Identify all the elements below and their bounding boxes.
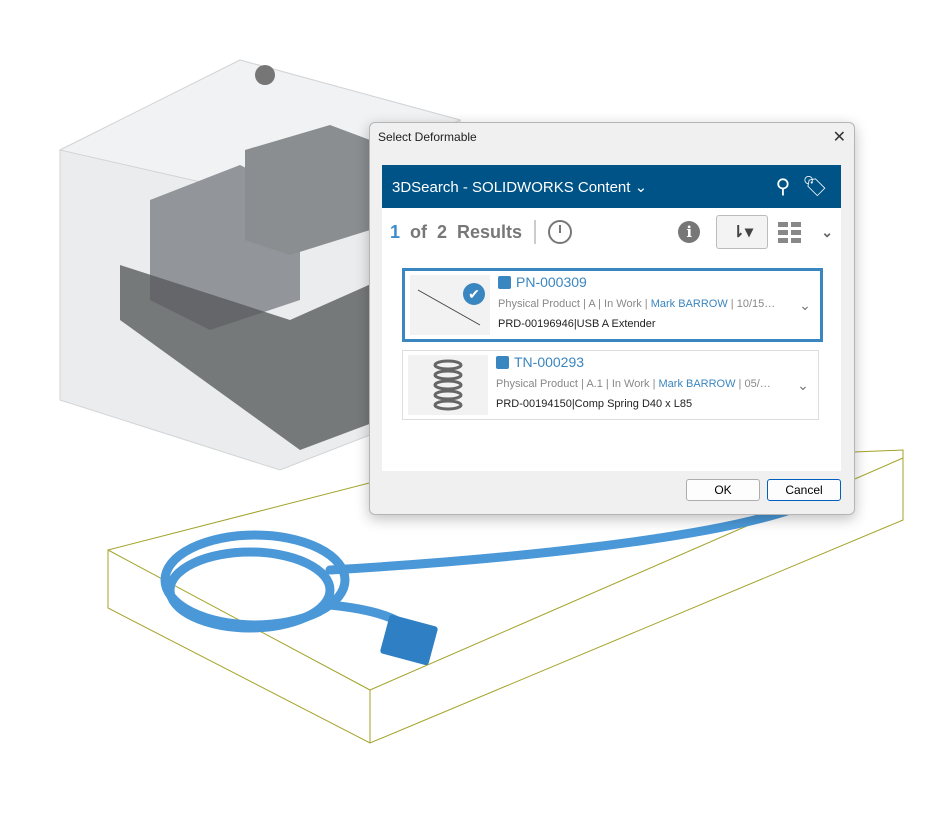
dialog-title: Select Deformable	[378, 130, 477, 144]
result-card[interactable]: ✔ PN-000309 Physical Product | A | In Wo…	[402, 268, 823, 342]
select-deformable-dialog: Select Deformable ✕ 3DSearch - SOLIDWORK…	[369, 122, 855, 515]
sort-button[interactable]: ⇂▾	[716, 215, 769, 249]
divider	[534, 220, 537, 244]
usb-connector	[380, 614, 438, 666]
result-card[interactable]: TN-000293 Physical Product | A.1 | In Wo…	[402, 350, 819, 420]
close-icon[interactable]: ✕	[832, 129, 846, 146]
result-thumbnail	[408, 355, 488, 415]
results-toolbar: 1 of 2 Results i ⇂▾ ⌄	[382, 208, 841, 256]
history-clock-icon[interactable]	[548, 220, 573, 244]
selected-check-icon: ✔	[463, 283, 485, 305]
enclosure-model	[58, 59, 462, 471]
info-icon[interactable]: i	[678, 221, 701, 243]
physical-product-icon	[498, 275, 511, 289]
result-description: PRD-00194150|Comp Spring D40 x L85	[496, 398, 693, 410]
result-date: 10/15…	[736, 298, 776, 310]
result-revision: A	[588, 298, 596, 310]
result-thumbnail: ✔	[410, 275, 490, 335]
physical-product-icon	[496, 355, 509, 369]
ok-button[interactable]: OK	[686, 479, 760, 501]
result-type: Physical Product	[498, 298, 580, 310]
grid-view-icon[interactable]	[778, 221, 802, 243]
result-date: 05/…	[744, 378, 771, 390]
chevron-down-icon: ⌄	[634, 178, 648, 196]
result-state: In Work	[611, 378, 650, 390]
search-header: 3DSearch - SOLIDWORKS Content ⌄ ⚲ 🏷	[382, 165, 841, 208]
cancel-button[interactable]: Cancel	[767, 479, 841, 501]
more-chevron-icon[interactable]: ⌄	[821, 223, 833, 240]
tag-icon[interactable]: 🏷	[802, 176, 828, 198]
result-total: 2	[437, 221, 448, 242]
result-of: of	[410, 221, 428, 242]
source-label: 3DSearch - SOLIDWORKS Content	[392, 178, 631, 196]
source-dropdown[interactable]: 3DSearch - SOLIDWORKS Content ⌄	[392, 178, 767, 196]
result-owner[interactable]: Mark BARROW	[658, 378, 736, 390]
usb-cable-model	[160, 505, 795, 635]
result-description: PRD-00196946|USB A Extender	[498, 318, 656, 330]
result-owner[interactable]: Mark BARROW	[650, 298, 728, 310]
expand-chevron-icon[interactable]: ⌄	[799, 296, 811, 313]
expand-chevron-icon[interactable]: ⌄	[797, 376, 809, 393]
result-current: 1	[390, 221, 401, 242]
result-state: In Work	[604, 298, 642, 310]
search-icon[interactable]: ⚲	[775, 176, 791, 198]
result-id[interactable]: PN-000309	[516, 274, 587, 290]
result-id[interactable]: TN-000293	[514, 354, 585, 370]
result-type: Physical Product	[496, 378, 578, 390]
result-revision: A.1	[586, 378, 603, 390]
results-label: Results	[457, 221, 523, 242]
search-panel: 3DSearch - SOLIDWORKS Content ⌄ ⚲ 🏷 1 of…	[382, 165, 841, 471]
